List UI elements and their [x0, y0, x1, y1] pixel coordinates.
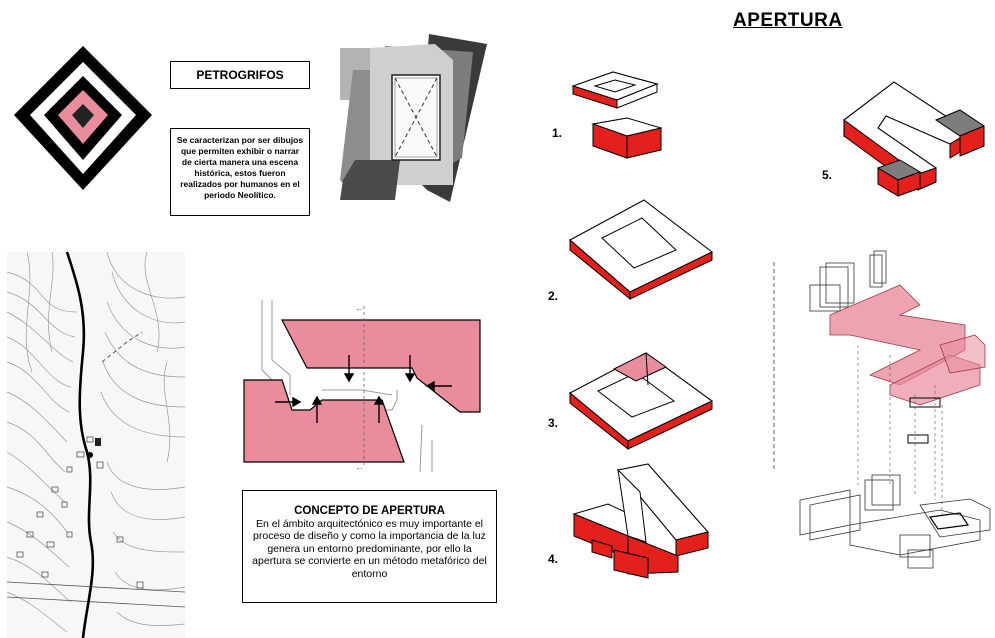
- page-title: APERTURA: [733, 10, 843, 31]
- topographic-map: [6, 251, 186, 638]
- petroglifos-description: Se caracterizan por ser dibujos que perm…: [170, 128, 310, 216]
- step-2-volume: [569, 199, 714, 301]
- step-5-volume: [843, 81, 986, 197]
- exploded-axonometric: [799, 250, 991, 569]
- concept-heading: CONCEPTO DE APERTURA: [294, 505, 445, 517]
- step-3-volume: [569, 352, 714, 451]
- svg-text:←: ←: [355, 462, 364, 472]
- concept-body: En el ámbito arquitectónico es muy impor…: [252, 517, 487, 580]
- petroglifos-label: PETROGRIFOS: [170, 61, 310, 89]
- step-1-volume: [571, 71, 663, 159]
- svg-text:←: ←: [355, 303, 364, 313]
- step-5-label: 5.: [822, 168, 833, 182]
- opening-plan-diagram: ← ←: [243, 300, 481, 473]
- step-4-volume: [572, 463, 710, 579]
- step-4-label: 4.: [548, 552, 559, 566]
- step-3-label: 3.: [548, 416, 559, 430]
- dashed-separator: [773, 262, 775, 470]
- petroglyph-symbol: [14, 46, 152, 190]
- step-1-label: 1.: [552, 126, 563, 140]
- concept-box: CONCEPTO DE APERTURA En el ámbito arquit…: [242, 490, 497, 603]
- step-2-label: 2.: [548, 289, 559, 303]
- abstract-composition: [340, 34, 487, 202]
